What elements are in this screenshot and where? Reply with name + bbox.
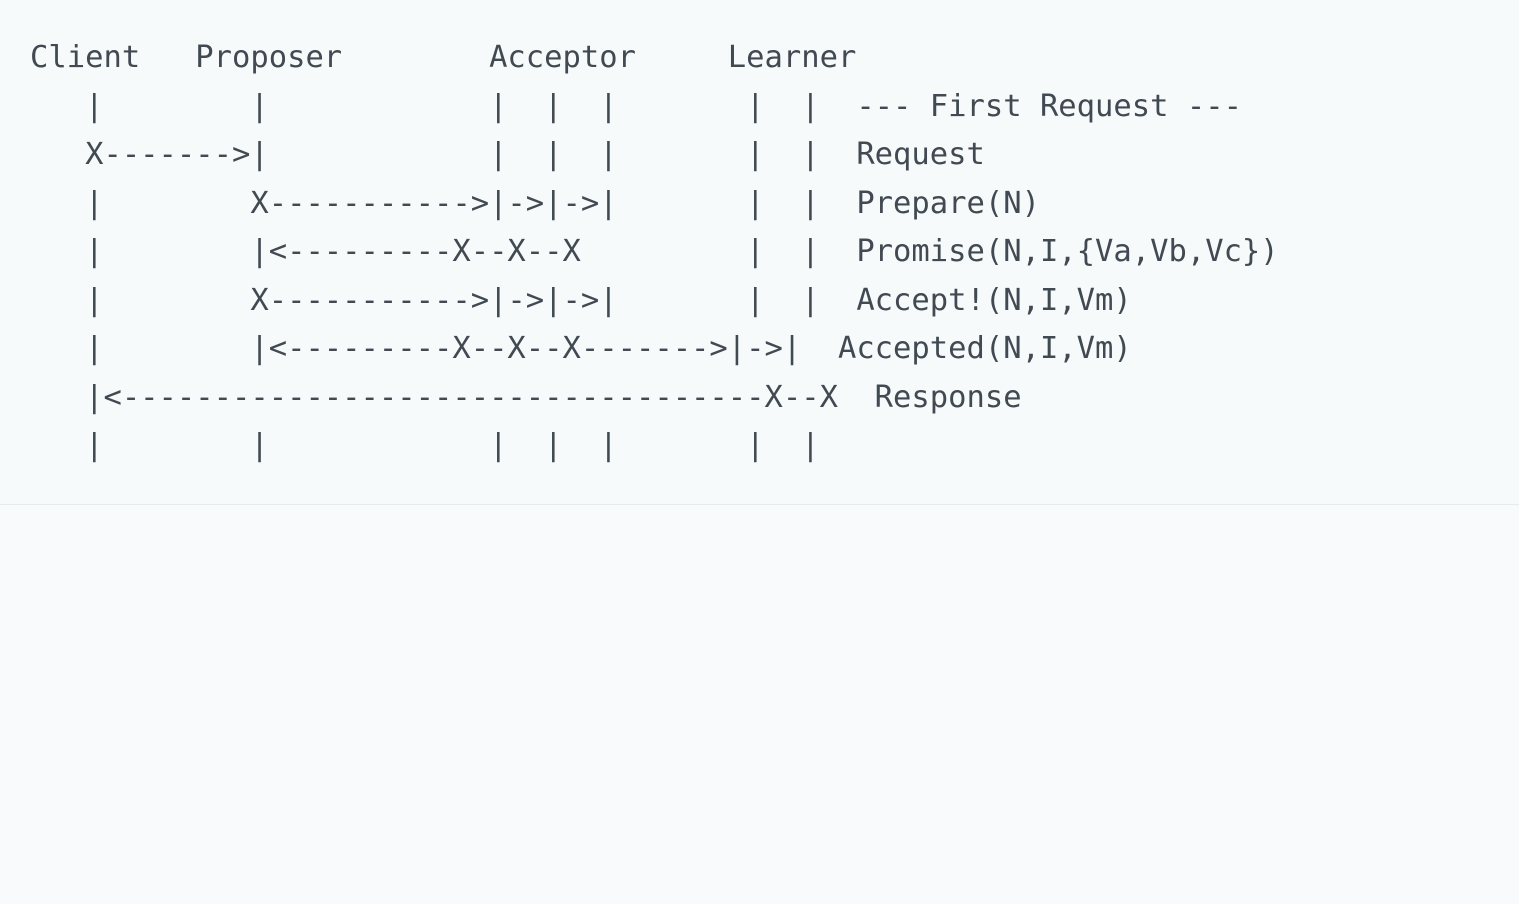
first-request-ascii-art: Client Proposer Acceptor Learner | | | |…: [30, 40, 1279, 463]
following-requests-panel: Client Proposer Acceptor Learner | | | |…: [0, 505, 1519, 904]
first-request-panel: Client Proposer Acceptor Learner | | | |…: [30, 40, 1279, 463]
